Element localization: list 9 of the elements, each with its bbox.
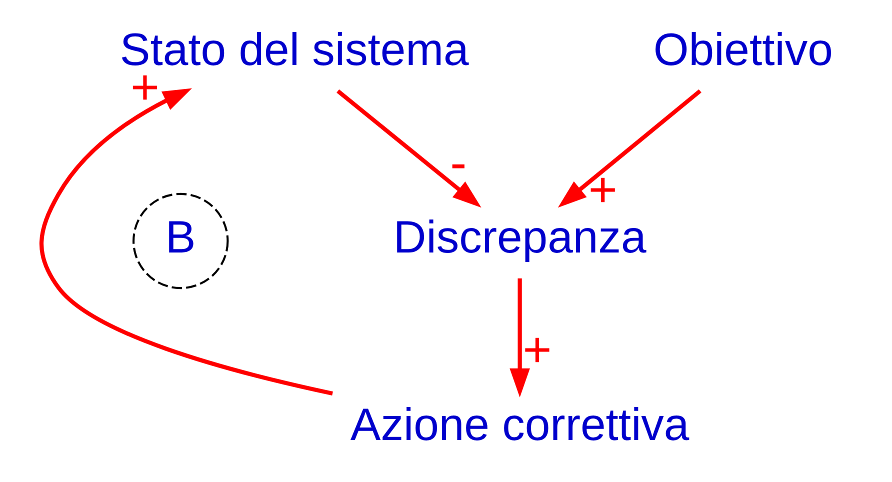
node-text: Obiettivo — [653, 24, 833, 76]
arrow — [558, 89, 702, 208]
arrow — [510, 278, 530, 398]
arrow — [336, 89, 482, 208]
node-text: Azione correttiva — [350, 399, 690, 450]
arrow — [40, 88, 333, 396]
edge-label: + — [522, 321, 552, 378]
label: B — [165, 212, 196, 263]
edge-label: - — [450, 134, 467, 190]
